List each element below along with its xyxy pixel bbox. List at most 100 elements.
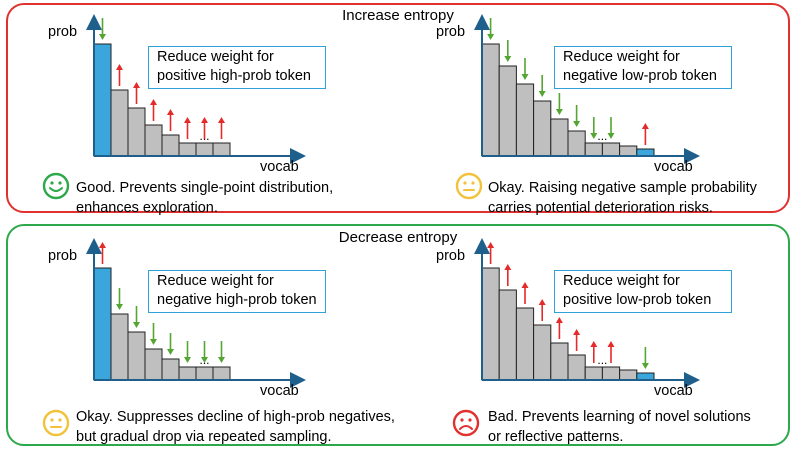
ellipsis-label: ... [597, 353, 607, 367]
histogram: ... [86, 14, 306, 164]
down-arrow-icon [590, 117, 598, 139]
bar [584, 366, 603, 381]
down-arrow-icon [116, 288, 123, 310]
up-arrow-icon [184, 117, 191, 139]
callout-box: Reduce weight for negative high-prob tok… [148, 270, 326, 313]
bar [601, 366, 621, 381]
up-arrow-icon [521, 282, 529, 304]
bar [161, 358, 180, 381]
panel-increase-low-prob: ... prob vocab Reduce weight for negative l… [434, 14, 797, 197]
happy-face-icon [42, 172, 70, 200]
bar [601, 142, 621, 157]
down-arrow-icon [150, 323, 157, 345]
bar [195, 366, 214, 381]
up-arrow-icon [201, 117, 208, 139]
bar [195, 142, 214, 157]
panel-increase-high-prob: ... prob vocab Reduce weight for positive h… [40, 14, 420, 197]
down-arrow-icon [521, 58, 529, 80]
callout-box: Reduce weight for positive high-prob tok… [148, 46, 326, 89]
up-arrow-icon [133, 82, 140, 104]
bar [567, 354, 586, 381]
bar [533, 100, 552, 157]
bar [212, 142, 231, 157]
down-arrow-icon [167, 333, 174, 355]
y-axis-label: prob [48, 24, 78, 40]
histogram: ... [86, 238, 306, 388]
down-arrow-icon [99, 18, 106, 40]
bar [110, 89, 129, 157]
y-axis-label: prob [48, 248, 78, 264]
ellipsis-label: ... [597, 129, 607, 143]
bar [178, 366, 197, 381]
decrease-entropy-section: Decrease entropy [6, 224, 790, 446]
assessment-note: Bad. Prevents learning of novel solution… [488, 409, 751, 445]
up-arrow-icon [218, 117, 225, 139]
histogram: ... [474, 14, 700, 164]
bar [515, 83, 535, 157]
bar [481, 43, 500, 157]
up-arrow-icon [641, 123, 649, 145]
decrease-entropy-title: Decrease entropy [338, 229, 458, 246]
sad-face-icon [452, 409, 480, 437]
panel-decrease-high-prob: ... prob vocab Reduce weight for negative h… [40, 238, 420, 421]
up-arrow-icon [504, 264, 512, 286]
highlighted-bar [636, 372, 655, 381]
down-arrow-icon [538, 75, 546, 97]
bar [515, 307, 535, 381]
up-arrow-icon [167, 109, 174, 131]
bar [127, 331, 146, 381]
down-arrow-icon [184, 341, 191, 363]
up-arrow-icon [538, 299, 546, 321]
assessment-note: Okay. Suppresses decline of high-prob ne… [76, 409, 395, 445]
callout-box: Reduce weight for negative low-prob toke… [554, 46, 732, 89]
histogram: ... [474, 238, 700, 388]
bar [161, 134, 180, 157]
down-arrow-icon [607, 117, 615, 139]
up-arrow-icon [150, 99, 157, 121]
down-arrow-icon [487, 18, 495, 40]
up-arrow-icon [555, 317, 563, 339]
bar [550, 342, 569, 381]
up-arrow-icon [590, 341, 598, 363]
bar [550, 118, 569, 157]
up-arrow-icon [607, 341, 615, 363]
highlighted-bar [93, 267, 112, 381]
down-arrow-icon [641, 347, 649, 369]
bar [212, 366, 231, 381]
y-axis-label: prob [436, 24, 466, 40]
down-arrow-icon [133, 306, 140, 328]
bar [567, 130, 586, 157]
neutral-face-icon [42, 409, 70, 437]
bar [144, 348, 163, 381]
neutral-face-icon [455, 172, 483, 200]
up-arrow-icon [99, 242, 106, 264]
bar [178, 142, 197, 157]
increase-entropy-section: Increase entropy [6, 3, 790, 213]
bar [533, 324, 552, 381]
x-axis-label: vocab [260, 383, 299, 399]
bar [498, 65, 517, 157]
highlighted-bar [636, 148, 655, 157]
x-axis-label: vocab [654, 159, 693, 175]
down-arrow-icon [218, 341, 225, 363]
x-axis-label: vocab [260, 159, 299, 175]
x-axis-label: vocab [654, 383, 693, 399]
panel-decrease-low-prob: ... prob vocab Reduce weight for positive l… [434, 238, 797, 421]
down-arrow-icon [555, 93, 563, 115]
bar [584, 142, 603, 157]
assessment-note: Good. Prevents single-point distribution… [76, 180, 334, 216]
up-arrow-icon [573, 329, 581, 351]
bar [619, 369, 638, 381]
bar [481, 267, 500, 381]
bar [619, 145, 638, 157]
increase-entropy-title: Increase entropy [342, 7, 454, 24]
highlighted-bar [93, 43, 112, 157]
assessment-note: Okay. Raising negative sample probabilit… [488, 180, 757, 216]
callout-box: Reduce weight for positive low-prob toke… [554, 270, 732, 313]
bar [144, 124, 163, 157]
up-arrow-icon [116, 64, 123, 86]
y-axis-label: prob [436, 248, 466, 264]
bar [110, 313, 129, 381]
down-arrow-icon [201, 341, 208, 363]
bar [498, 289, 517, 381]
